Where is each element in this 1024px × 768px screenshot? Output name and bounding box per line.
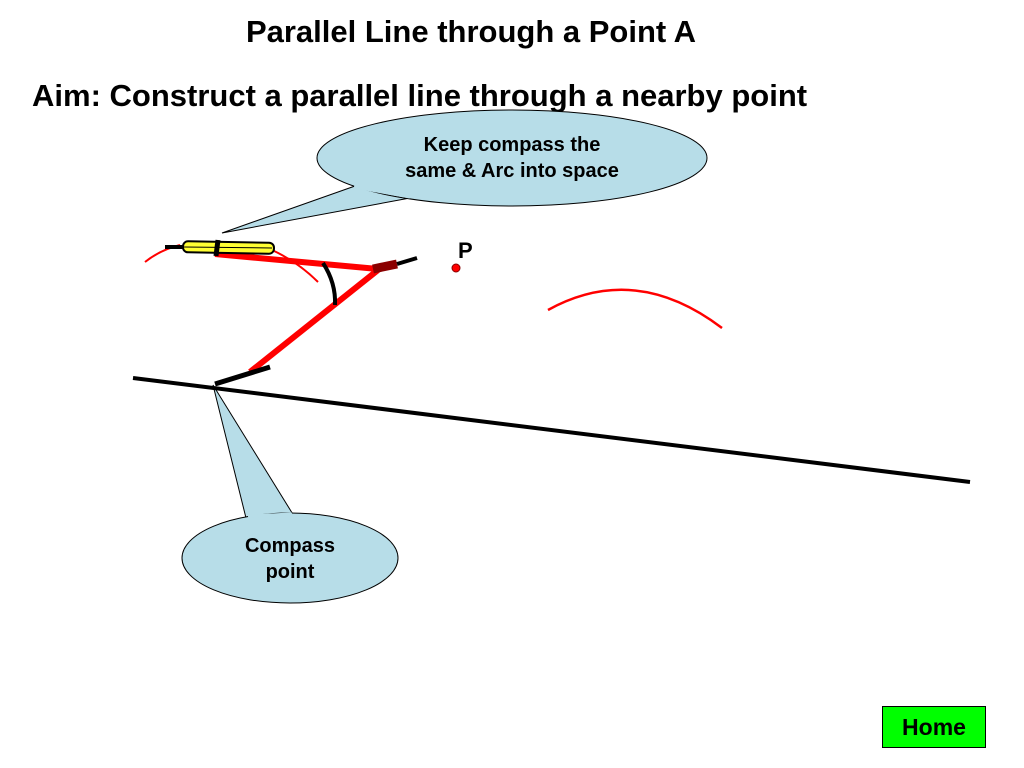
callout-bottom-line1: Compass xyxy=(244,535,336,557)
callout-bottom-shape xyxy=(181,384,399,604)
compass xyxy=(165,239,418,387)
arc-left-2 xyxy=(271,249,319,283)
aim-text: Aim: Construct a parallel line through a… xyxy=(32,78,808,113)
home-button[interactable]: Home xyxy=(882,706,986,748)
base-line xyxy=(132,376,971,484)
callout-top-line2: same & Arc into space xyxy=(405,160,619,182)
slide-title: Parallel Line through a Point A xyxy=(245,14,697,49)
callout-bottom-text: Compass point xyxy=(210,533,370,585)
callout-top-line1: Keep compass the xyxy=(423,134,601,156)
callout-top-text: Keep compass the same & Arc into space xyxy=(380,132,644,184)
callout-bottom-line2: point xyxy=(265,561,315,583)
callout-top-shape xyxy=(221,109,708,234)
point-p xyxy=(451,263,461,273)
point-p-label: P xyxy=(458,238,473,263)
arc-into-space xyxy=(547,288,723,329)
